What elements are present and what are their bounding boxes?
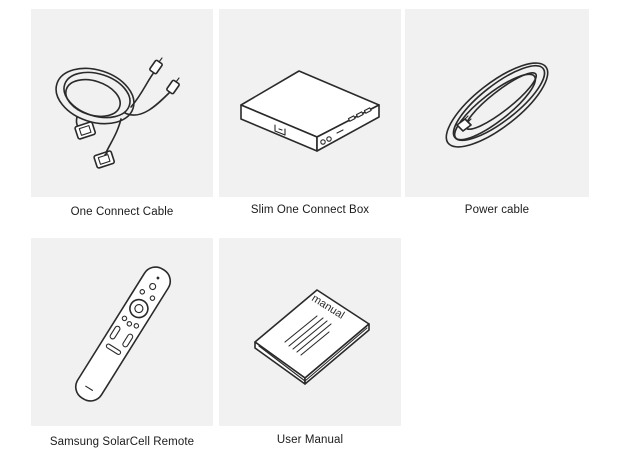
item-label-user-manual: User Manual bbox=[276, 434, 344, 446]
item-label-solarcell-remote: Samsung SolarCell Remote bbox=[49, 436, 195, 448]
item-label-power-cable: Power cable bbox=[464, 204, 530, 216]
item-tile-one-connect-cable bbox=[31, 9, 213, 197]
item-tile-user-manual: manual bbox=[219, 238, 401, 426]
item-label-one-connect-cable: One Connect Cable bbox=[70, 206, 174, 218]
item-tile-solarcell-remote bbox=[31, 238, 213, 426]
item-tile-power-cable bbox=[405, 9, 589, 197]
manual-book-icon: manual bbox=[254, 289, 370, 385]
one-connect-cable-icon bbox=[55, 57, 180, 169]
item-tile-slim-one-connect-box bbox=[219, 9, 401, 197]
item-label-slim-one-connect-box: Slim One Connect Box bbox=[250, 204, 370, 216]
one-connect-box-icon bbox=[240, 70, 380, 152]
remote-control-icon bbox=[74, 266, 172, 402]
power-cable-icon bbox=[445, 62, 549, 148]
